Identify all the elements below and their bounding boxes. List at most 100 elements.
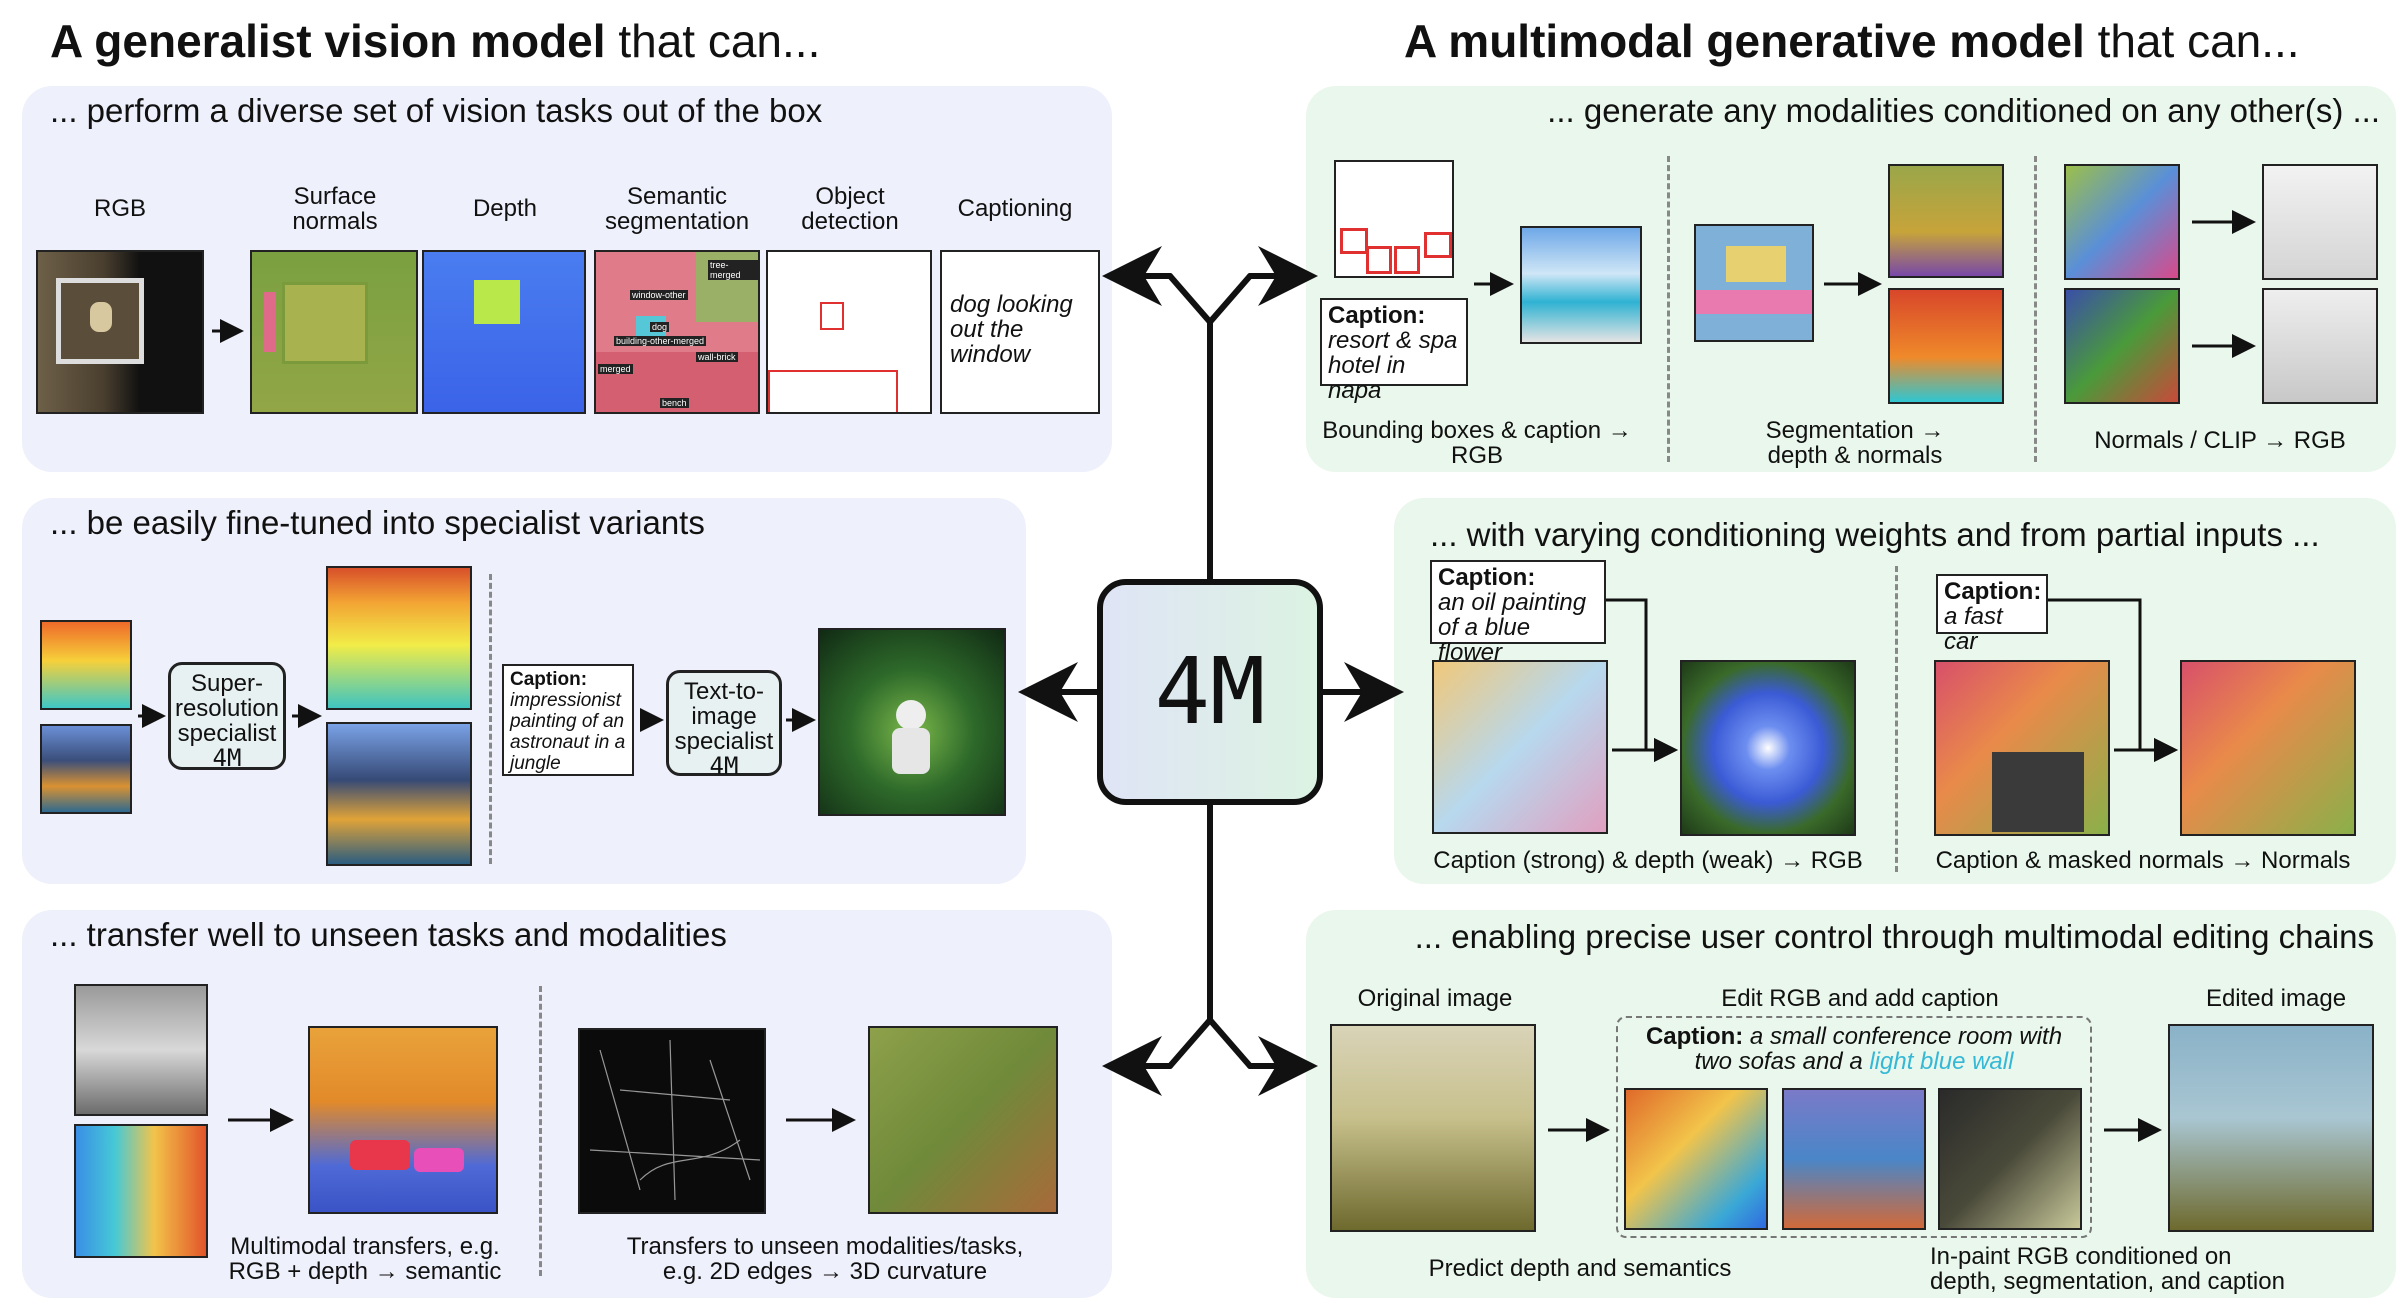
inpaint-line2: depth, segmentation, and caption <box>1930 1268 2285 1295</box>
multimodal-transfer-line2: RGB + depth → semantic <box>228 1258 502 1285</box>
caption-label: Caption: <box>1328 302 1426 329</box>
right-title: A multimodal generative model that can..… <box>1404 14 2300 68</box>
inpaint-line1: In-paint RGB conditioned on <box>1930 1243 2232 1270</box>
edit-caption-text: Caption: a small conference room with tw… <box>1626 1024 2082 1074</box>
any-to-any-divider-1 <box>1667 156 1670 462</box>
right-title-bold: A multimodal generative model <box>1404 15 2085 67</box>
original-room-image <box>1330 1024 1536 1232</box>
edit-depth-image <box>1624 1088 1768 1230</box>
unseen-transfer-line2: e.g. 2D edges → 3D curvature <box>662 1258 988 1285</box>
astronaut-jungle-image <box>818 628 1006 816</box>
predict-label: Predict depth and semantics <box>1428 1255 1732 1282</box>
fine-tune-heading: ... be easily fine-tuned into specialist… <box>50 504 705 541</box>
bounding-boxes-image <box>1334 160 1454 278</box>
edges-image <box>578 1028 766 1214</box>
semantic-segmentation-image: tree-merged window-other dog building-ot… <box>594 250 760 414</box>
strong-weak-label: Caption (strong) & depth (weak) → RGB <box>1433 847 1863 874</box>
arrow-caption-to-flower <box>1606 598 1678 762</box>
clip-input-image <box>2064 288 2180 404</box>
bbox-caption-line1: Bounding boxes & caption → <box>1322 417 1632 444</box>
generated-normals-image <box>1888 164 2004 278</box>
seg-tag: window-other <box>630 290 688 300</box>
normals-clip-label: Normals / CLIP → RGB <box>2094 427 2346 454</box>
arrow-caption-to-normals <box>2048 598 2178 762</box>
caption-label: Caption: <box>510 669 588 690</box>
unseen-transfer-caption: Transfers to unseen modalities/tasks, e.… <box>580 1234 1070 1284</box>
generated-bathroom-image-1 <box>2262 164 2378 280</box>
segmentation-label: Segmentation → depth & normals <box>1700 418 2010 468</box>
t2i-model-label: 4M <box>709 752 739 780</box>
label-surface-normals: Surface normals <box>292 183 378 235</box>
caption-text: dog looking out the window <box>950 291 1073 368</box>
curvature-image <box>868 1026 1058 1214</box>
caption-text: a small conference room with two sofas a… <box>1694 1023 2063 1075</box>
edited-image-label: Edited image <box>2205 985 2347 1012</box>
fine-tune-divider <box>489 574 492 864</box>
t2i-caption-box: Caption: impressionist painting of an as… <box>502 664 634 776</box>
depth-image <box>422 250 586 414</box>
bbox-caption-label: Bounding boxes & caption → RGB <box>1312 418 1642 468</box>
segmentation-input-image <box>1694 224 1814 342</box>
panel-any-to-any <box>1306 86 2396 472</box>
right-title-rest: that can... <box>2097 15 2300 67</box>
label-object-detection: Object detection <box>801 183 899 235</box>
weak-depth-image <box>1432 660 1608 834</box>
caption-label: Caption: <box>1645 1023 1744 1050</box>
left-title: A generalist vision model that can... <box>50 14 820 68</box>
label-rgb: RGB <box>93 195 146 222</box>
bbox-caption-line2: RGB <box>1450 442 1503 469</box>
caption-highlight: light blue wall <box>1869 1048 2014 1075</box>
generated-bathroom-image-2 <box>2262 288 2378 404</box>
caption-text: impressionist painting of an astronaut i… <box>510 690 626 774</box>
resort-caption-box: Caption: resort & spa hotel in napa <box>1320 298 1468 403</box>
original-image-label: Original image <box>1357 985 1513 1012</box>
caption-label: Caption: <box>1438 564 1536 591</box>
edit-segmentation-image <box>1782 1088 1926 1230</box>
high-res-rgb-image <box>326 722 472 866</box>
predicted-semantic-image <box>308 1026 498 1214</box>
sr-specialist-label: Super-resolution specialist <box>174 670 280 747</box>
captioning-output-box: dog looking out the window <box>940 250 1100 414</box>
left-title-rest: that can... <box>618 15 821 67</box>
interior-rgb-image <box>74 984 208 1116</box>
left-title-bold: A generalist vision model <box>50 15 606 67</box>
edge-lines <box>589 1039 761 1201</box>
edit-group-box <box>1616 1016 2092 1238</box>
low-res-rgb-image <box>40 724 132 814</box>
seg-tag: dog <box>650 322 670 332</box>
transfer-heading: ... transfer well to unseen tasks and mo… <box>50 916 727 953</box>
seg-tag: wall-brick <box>696 352 738 362</box>
car-caption-box: Caption: a fast car <box>1936 574 2048 654</box>
label-depth: Depth <box>472 195 538 222</box>
center-4m-label: 4M <box>1154 638 1266 745</box>
vision-tasks-heading: ... perform a diverse set of vision task… <box>50 92 823 129</box>
generated-flower-image <box>1680 660 1856 836</box>
generated-resort-image <box>1520 226 1642 344</box>
masked-normals-label: Caption & masked normals → Normals <box>1935 847 2351 874</box>
completed-normals-image <box>2180 660 2356 836</box>
editing-heading: ... enabling precise user control throug… <box>1414 918 2374 955</box>
conditioning-heading: ... with varying conditioning weights an… <box>1430 516 2320 553</box>
segmentation-line2: depth & normals <box>1767 442 1943 469</box>
caption-text: resort & spa hotel in napa <box>1328 327 1458 404</box>
seg-tag: tree-merged <box>708 260 758 280</box>
unseen-transfer-line1: Transfers to unseen modalities/tasks, <box>626 1233 1024 1260</box>
t2i-specialist-label: Text-to-image specialist <box>674 678 774 755</box>
flower-caption-box: Caption: an oil painting of a blue flowe… <box>1430 560 1606 665</box>
caption-label: Caption: <box>1944 578 2042 605</box>
multimodal-transfer-caption: Multimodal transfers, e.g. RGB + depth →… <box>200 1234 530 1284</box>
surface-normals-image <box>250 250 418 414</box>
conditioning-divider <box>1895 566 1898 872</box>
low-res-depth-image <box>40 620 132 710</box>
generated-depth-image <box>1888 288 2004 404</box>
sr-model-label: 4M <box>212 744 242 772</box>
object-detection-image <box>766 250 932 414</box>
multimodal-transfer-line1: Multimodal transfers, e.g. <box>230 1233 500 1260</box>
super-resolution-specialist-box: Super-resolution specialist 4M <box>168 662 286 772</box>
inpaint-label: In-paint RGB conditioned on depth, segme… <box>1930 1244 2340 1294</box>
label-semantic-segmentation: Semantic segmentation <box>604 183 750 235</box>
segmentation-line1: Segmentation → <box>1765 417 1945 444</box>
caption-text: a fast car <box>1944 603 2003 655</box>
